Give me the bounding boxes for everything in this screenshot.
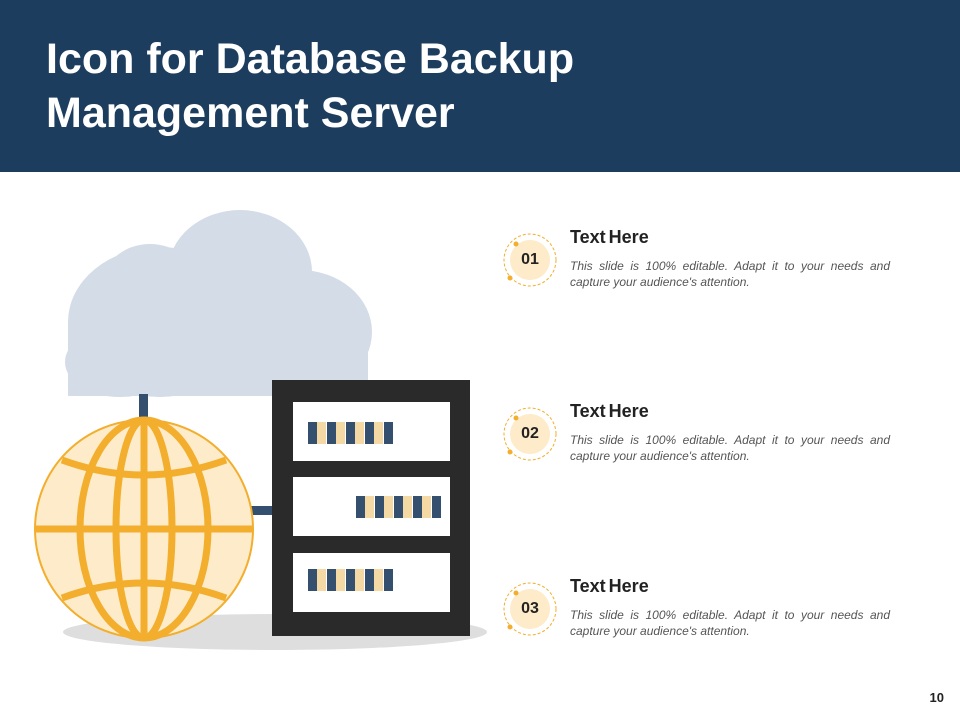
list-item: 02 Text Here This slide is 100% editable… <box>500 396 920 476</box>
list-item: 03 Text Here This slide is 100% editable… <box>500 571 920 651</box>
item-title: Text Here <box>570 576 649 596</box>
page-number: 10 <box>929 690 944 705</box>
item-title: Text Here <box>570 401 649 421</box>
globe-icon <box>34 416 254 642</box>
globe-server-connector <box>248 506 274 515</box>
list-item: 01 Text Here This slide is 100% editable… <box>500 222 920 302</box>
cloud-icon <box>65 210 372 397</box>
database-backup-illustration <box>34 210 487 650</box>
badge-circle-icon <box>503 233 557 287</box>
item-description: This slide is 100% editable. Adapt it to… <box>570 608 890 638</box>
item-title: Text Here <box>570 227 649 247</box>
item-number: 03 <box>521 600 539 617</box>
item-description: This slide is 100% editable. Adapt it to… <box>570 433 890 463</box>
badge-circle-icon <box>503 582 557 636</box>
cloud-globe-connector <box>139 394 148 424</box>
item-number: 01 <box>521 251 539 268</box>
server-rack-icon <box>272 380 470 636</box>
badge-circle-icon <box>503 407 557 461</box>
slide-title: Icon for Database Backup Management Serv… <box>46 35 575 137</box>
item-number: 02 <box>521 425 539 442</box>
item-description: This slide is 100% editable. Adapt it to… <box>570 259 890 289</box>
header-band: Icon for Database Backup Management Serv… <box>0 0 960 172</box>
